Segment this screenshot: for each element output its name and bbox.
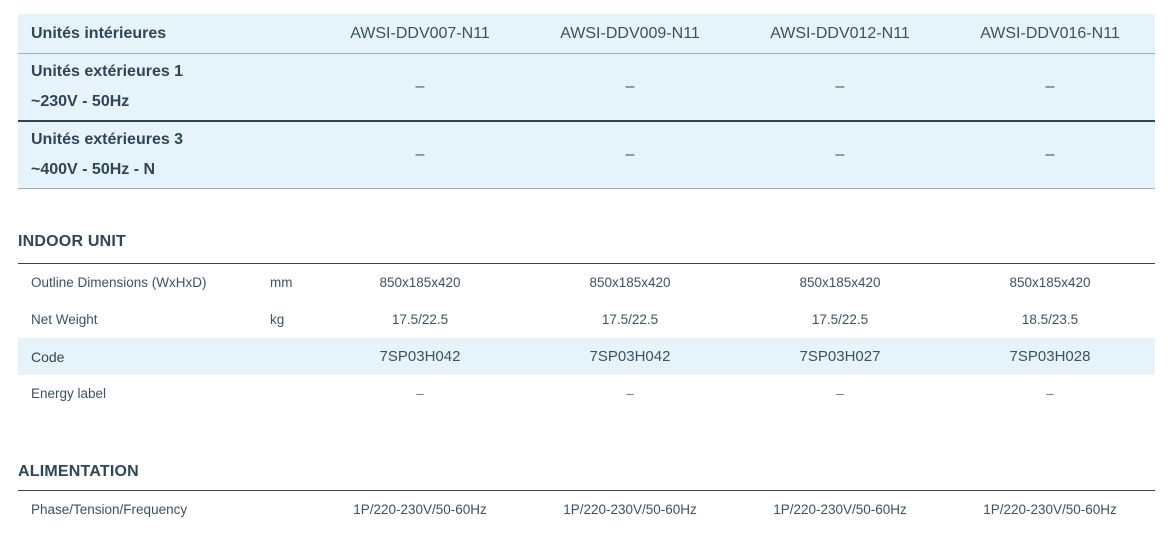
cell-value: 850x185x420 bbox=[799, 275, 881, 290]
table-row: Net Weight kg 17.5/22.5 17.5/22.5 17.5/2… bbox=[18, 301, 1155, 338]
row-unit: mm bbox=[270, 275, 293, 290]
cell-value: 1P/220-230V/50-60Hz bbox=[353, 501, 487, 517]
cell-value: 7SP03H042 bbox=[379, 348, 461, 365]
outdoor-units-1-voltage: ~230V - 50Hz bbox=[31, 93, 130, 110]
cell-value: 17.5/22.5 bbox=[391, 312, 449, 327]
section-divider bbox=[18, 263, 1155, 264]
outdoor-units-1-title: Unités extérieures 1 bbox=[31, 63, 184, 80]
indoor-unit-section-title: INDOOR UNIT bbox=[18, 233, 126, 250]
cell-value: 7SP03H028 bbox=[1009, 348, 1091, 365]
cell-value: – bbox=[836, 386, 844, 401]
cell-value: 850x185x420 bbox=[1009, 275, 1091, 290]
cell-value: – bbox=[416, 386, 424, 401]
outdoor-1-value: – bbox=[625, 78, 635, 95]
cell-value: – bbox=[1046, 386, 1054, 401]
indoor-units-label: Unités intérieures bbox=[31, 24, 167, 42]
row-label: Net Weight bbox=[31, 312, 98, 327]
row-label: Outline Dimensions (WxHxD) bbox=[31, 275, 207, 290]
outdoor-units-3-voltage: ~400V - 50Hz - N bbox=[31, 161, 156, 178]
cell-value: 1P/220-230V/50-60Hz bbox=[563, 501, 697, 517]
cell-value: 7SP03H042 bbox=[589, 348, 671, 365]
alimentation-section-title: ALIMENTATION bbox=[18, 463, 139, 480]
outdoor-units-1-row: Unités extérieures 1 ~230V - 50Hz – – – … bbox=[18, 54, 1155, 122]
outdoor-3-value: – bbox=[835, 146, 845, 163]
model-name: AWSI-DDV009-N11 bbox=[560, 24, 700, 42]
outdoor-units-1-label: Unités extérieures 1 ~230V - 50Hz bbox=[18, 57, 315, 117]
table-row: Phase/Tension/Frequency 1P/220-230V/50-6… bbox=[18, 491, 1155, 527]
model-name: AWSI-DDV016-N11 bbox=[980, 24, 1120, 42]
section-divider bbox=[18, 490, 1155, 491]
cell-value: 7SP03H027 bbox=[799, 348, 881, 365]
outdoor-units-3-row: Unités extérieures 3 ~400V - 50Hz - N – … bbox=[18, 122, 1155, 189]
outdoor-3-value: – bbox=[1045, 146, 1055, 163]
row-label: Code bbox=[31, 348, 65, 365]
cell-value: 1P/220-230V/50-60Hz bbox=[773, 501, 907, 517]
model-name: AWSI-DDV012-N11 bbox=[770, 24, 910, 42]
spec-sheet: Unités intérieures AWSI-DDV007-N11 AWSI-… bbox=[18, 14, 1155, 527]
cell-value: 17.5/22.5 bbox=[601, 312, 659, 327]
table-row: Energy label – – – – bbox=[18, 375, 1155, 412]
cell-value: 850x185x420 bbox=[589, 275, 671, 290]
table-row: Outline Dimensions (WxHxD) mm 850x185x42… bbox=[18, 264, 1155, 301]
cell-value: 1P/220-230V/50-60Hz bbox=[983, 501, 1117, 517]
cell-value: – bbox=[626, 386, 634, 401]
outdoor-1-value: – bbox=[1045, 78, 1055, 95]
outdoor-1-value: – bbox=[835, 78, 845, 95]
table-row-code: Code 7SP03H042 7SP03H042 7SP03H027 7SP03… bbox=[18, 338, 1155, 375]
cell-value: 18.5/23.5 bbox=[1021, 312, 1079, 327]
model-name: AWSI-DDV007-N11 bbox=[350, 24, 490, 42]
cell-value: 17.5/22.5 bbox=[811, 312, 869, 327]
indoor-units-header-row: Unités intérieures AWSI-DDV007-N11 AWSI-… bbox=[18, 14, 1155, 54]
row-label: Energy label bbox=[31, 386, 107, 401]
outdoor-units-3-title: Unités extérieures 3 bbox=[31, 131, 184, 148]
outdoor-3-value: – bbox=[625, 146, 635, 163]
outdoor-3-value: – bbox=[415, 146, 425, 163]
row-unit: kg bbox=[270, 312, 285, 327]
outdoor-units-3-label: Unités extérieures 3 ~400V - 50Hz - N bbox=[18, 125, 315, 185]
row-label: Phase/Tension/Frequency bbox=[31, 501, 188, 517]
cell-value: 850x185x420 bbox=[379, 275, 461, 290]
outdoor-1-value: – bbox=[415, 78, 425, 95]
